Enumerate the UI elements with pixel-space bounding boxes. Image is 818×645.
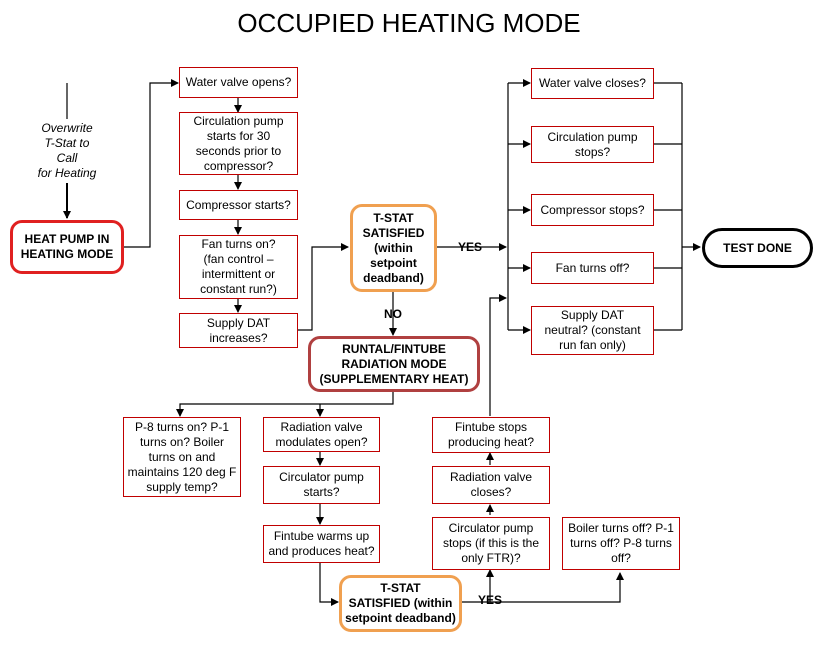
hp-step-compressor-starts: Compressor starts? [179,190,298,220]
yes-label-1: YES [458,240,483,254]
heat-pump-node: HEAT PUMP IN HEATING MODE [10,220,124,274]
boiler-on-step: P-8 turns on? P-1 turns on? Boiler turns… [123,417,241,497]
end-step-water-valve-closes: Water valve closes? [531,68,654,99]
end-step-fan-turns-off: Fan turns off? [531,252,654,284]
overwrite-note: Overwrite T-Stat to Call for Heating [37,121,97,180]
end-step-circulation-pump-stops: Circulation pump stops? [531,126,654,163]
rad-step-circulator-pump-starts: Circulator pump starts? [263,466,380,504]
no-label: NO [384,307,402,321]
stop-step-circulator-pump-stops: Circulator pump stops (if this is the on… [432,517,550,570]
tstat-satisfied-node: T-STAT SATISFIED (within setpoint deadba… [350,204,437,292]
page-title: OCCUPIED HEATING MODE [237,8,581,38]
rad-step-fintube-warms-up: Fintube warms up and produces heat? [263,525,380,563]
end-step-supply-dat-neutral: Supply DAT neutral? (constant run fan on… [531,306,654,355]
end-step-compressor-stops: Compressor stops? [531,194,654,226]
test-done-node: TEST DONE [702,228,813,268]
tstat-satisfied-node-2: T-STAT SATISFIED (within setpoint deadba… [339,575,462,632]
hp-step-fan-turns-on: Fan turns on? (fan control – intermitten… [179,235,298,299]
stop-step-radiation-valve-closes: Radiation valve closes? [432,466,550,504]
rad-step-valve-modulates-open: Radiation valve modulates open? [263,417,380,452]
stop-step-fintube-stops: Fintube stops producing heat? [432,417,550,453]
boiler-off-step: Boiler turns off? P-1 turns off? P-8 tur… [562,517,680,570]
hp-step-supply-dat-increases: Supply DAT increases? [179,313,298,348]
runtal-fintube-node: RUNTAL/FINTUBE RADIATION MODE (SUPPLEMEN… [308,336,480,392]
hp-to-valve-connector [124,79,179,248]
hp-step-circulation-pump-starts: Circulation pump starts for 30 seconds p… [179,112,298,175]
yes-label-2: YES [478,593,503,607]
hp-step-water-valve-opens: Water valve opens? [179,67,298,98]
